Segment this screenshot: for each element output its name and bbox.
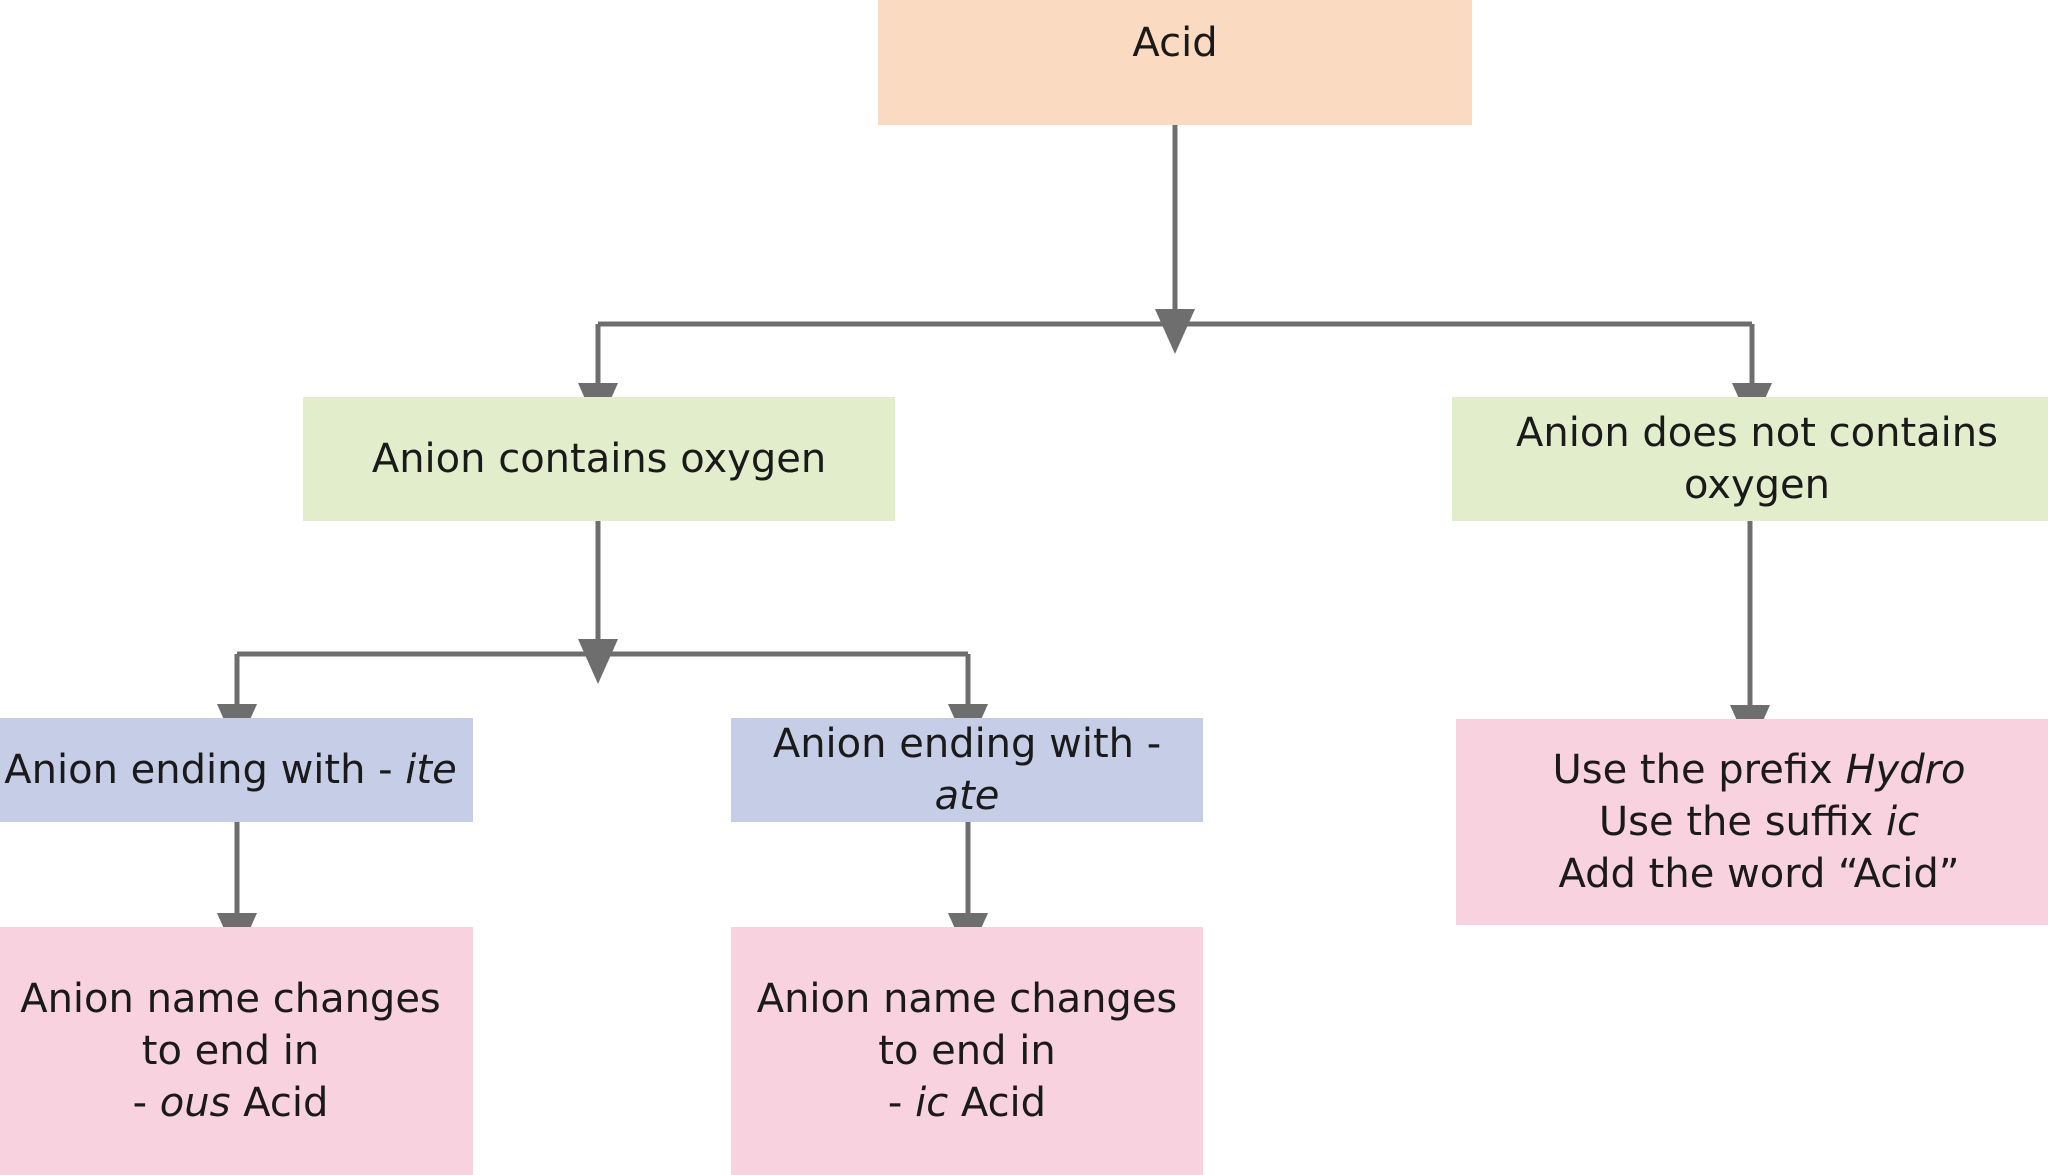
node-anion-ending-with-ite[interactable]: Anion ending with - ite	[0, 718, 473, 822]
node-anion-does-not-contain-oxygen-label: Anion does not contains oxygen	[1516, 410, 1998, 508]
node-anion-ending-with-ate-label: Anion ending with - ate	[772, 721, 1162, 819]
node-anion-does-not-contain-oxygen[interactable]: Anion does not contains oxygen	[1452, 397, 2048, 521]
node-anion-ending-with-ate[interactable]: Anion ending with - ate	[731, 718, 1203, 822]
node-acid-label: Acid	[1132, 19, 1218, 66]
node-acid[interactable]: Acid	[878, 0, 1472, 125]
node-anion-contains-oxygen-label: Anion contains oxygen	[371, 436, 827, 482]
node-anion-contains-oxygen[interactable]: Anion contains oxygen	[303, 397, 895, 521]
node-anion-ending-with-ite-label: Anion ending with - ite	[4, 747, 457, 793]
